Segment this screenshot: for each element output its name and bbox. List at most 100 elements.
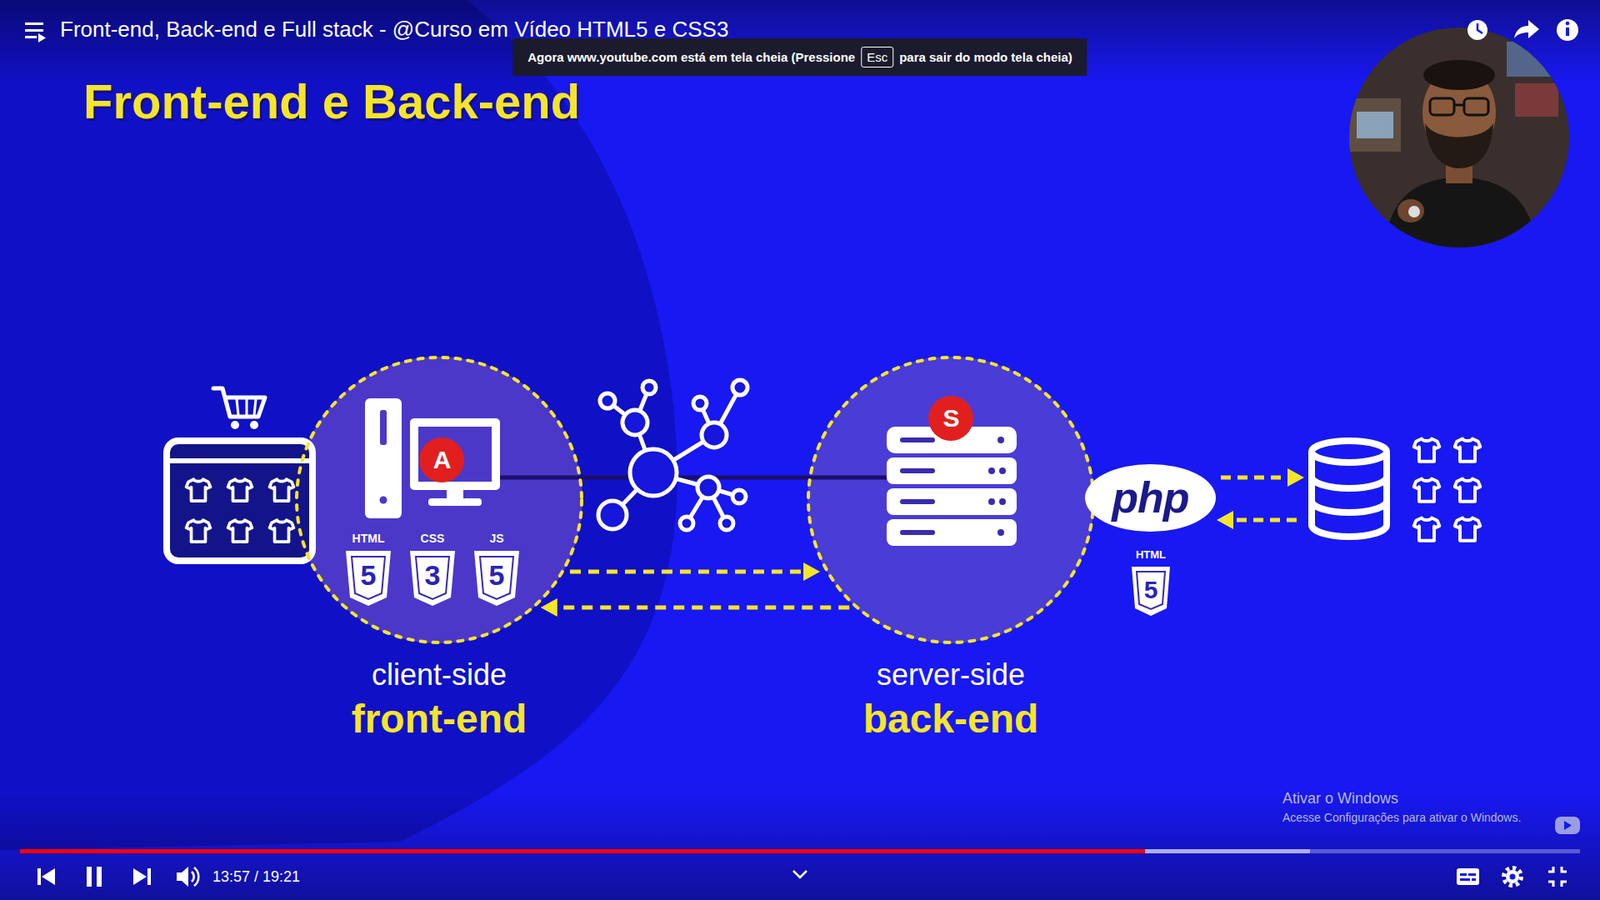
top-bar-icons [1467, 20, 1488, 40]
computer-icon [380, 496, 388, 505]
shield-digit: 3 [425, 559, 441, 592]
top-bar-icons [25, 35, 37, 39]
slide-title: Front-end e Back-end [83, 73, 580, 130]
cart-icon [230, 420, 240, 430]
network-graph [701, 422, 727, 448]
network-graph [720, 516, 734, 530]
top-bar-icons [38, 33, 46, 43]
php-db-arrowheads [1287, 468, 1305, 487]
shop-icon [166, 440, 313, 561]
player-controls [1548, 866, 1567, 887]
computer-icon [410, 418, 500, 490]
top-bar-icons [1514, 20, 1540, 39]
arrow-head [540, 598, 558, 617]
cart-icon [250, 420, 259, 430]
player-controls [41, 868, 55, 885]
progress-bar [20, 849, 1145, 854]
database-icon [1311, 451, 1387, 537]
app-badge: A [419, 437, 465, 483]
computer-icon [365, 398, 402, 519]
cart-icon [254, 399, 256, 415]
product-shirts [1414, 439, 1440, 462]
player-controls [191, 871, 195, 882]
player-controls [793, 870, 807, 878]
dashed-arrow [570, 562, 820, 581]
html-css-js-shields [1131, 566, 1170, 616]
circle-fill [295, 356, 1095, 644]
presenter-video [1397, 199, 1425, 223]
computer-icon [418, 426, 492, 482]
presenter-video [1349, 27, 1570, 248]
badge-disc [419, 437, 465, 483]
cart-icon [236, 399, 239, 415]
bottom-gradient [0, 791, 1600, 900]
role-label: front-end [290, 695, 589, 744]
php-db-arrowheads [1216, 510, 1234, 530]
progress-bar [20, 849, 1580, 854]
cart-icon [245, 399, 249, 415]
fullscreen-notice: Agora www.youtube.com está em tela cheia… [512, 38, 1087, 76]
presenter-video [1454, 104, 1465, 107]
role-label: back-end [801, 695, 1100, 744]
product-shirts [1414, 518, 1440, 541]
network-graph [732, 380, 748, 395]
php-db-arrows [1220, 475, 1288, 480]
presenter-video [1425, 123, 1494, 169]
network-graph [598, 500, 627, 530]
html-css-js-shields [345, 550, 391, 606]
tech-label: JS [489, 531, 504, 545]
computer-icon [428, 498, 482, 506]
presenter-video [1515, 83, 1559, 117]
top-bar-icons [1565, 27, 1570, 36]
network-graph [697, 476, 720, 499]
html-css-js-shields [474, 550, 520, 606]
top-gradient [0, 0, 1600, 84]
top-bar-icons [1565, 21, 1570, 26]
youtube-watermark-logo [1555, 816, 1580, 835]
html-css-js-shields [410, 550, 455, 606]
php-db-arrowheads [1216, 468, 1305, 530]
player-controls [1468, 873, 1476, 876]
time-display: 13:57 / 19:21 [212, 868, 300, 886]
player-controls [37, 868, 41, 885]
server-rack-icon [900, 499, 935, 505]
player-controls [1471, 878, 1476, 881]
os-watermark: Ativar o Windows [1282, 790, 1399, 808]
dashed-circle-outline [808, 357, 1094, 643]
presenter-video [1408, 205, 1420, 218]
presenter-video [1430, 98, 1455, 115]
presenter-video [1349, 27, 1570, 248]
computer-icon [380, 410, 387, 445]
notice-text: Agora www.youtube.com está em tela cheia… [527, 50, 855, 65]
side-label: client-side [290, 656, 589, 693]
database-icon [1311, 476, 1387, 489]
youtube-watermark-logo [1555, 816, 1580, 835]
player-controls [147, 868, 151, 885]
progress-bar [20, 849, 1310, 854]
shop-icon [170, 458, 310, 464]
database-icon [1311, 500, 1387, 513]
server-rack-icon [900, 468, 935, 474]
product-shirts [1414, 479, 1440, 502]
badge-letter: S [942, 403, 959, 434]
dashed-line [557, 605, 850, 610]
network-graph [622, 410, 648, 435]
dashed-line [570, 570, 804, 575]
server-rack-icon [997, 529, 1005, 536]
presenter-video [1506, 41, 1559, 77]
database-icon [1311, 440, 1387, 537]
server-rack-icon [997, 436, 1005, 444]
html-css-js-shields [351, 556, 385, 600]
client-circle: client-sidefront-endA [294, 355, 585, 747]
html-css-js-shields [1136, 571, 1165, 610]
logo-ellipse [1085, 464, 1216, 532]
player-controls [1460, 873, 1467, 876]
circle-fill [295, 356, 583, 644]
tech-label: CSS [420, 531, 445, 545]
dashed-circle-outline [296, 357, 582, 643]
shield-digit: 5 [1144, 575, 1159, 605]
network-graph [600, 393, 615, 409]
php-logo: php [1085, 464, 1216, 532]
